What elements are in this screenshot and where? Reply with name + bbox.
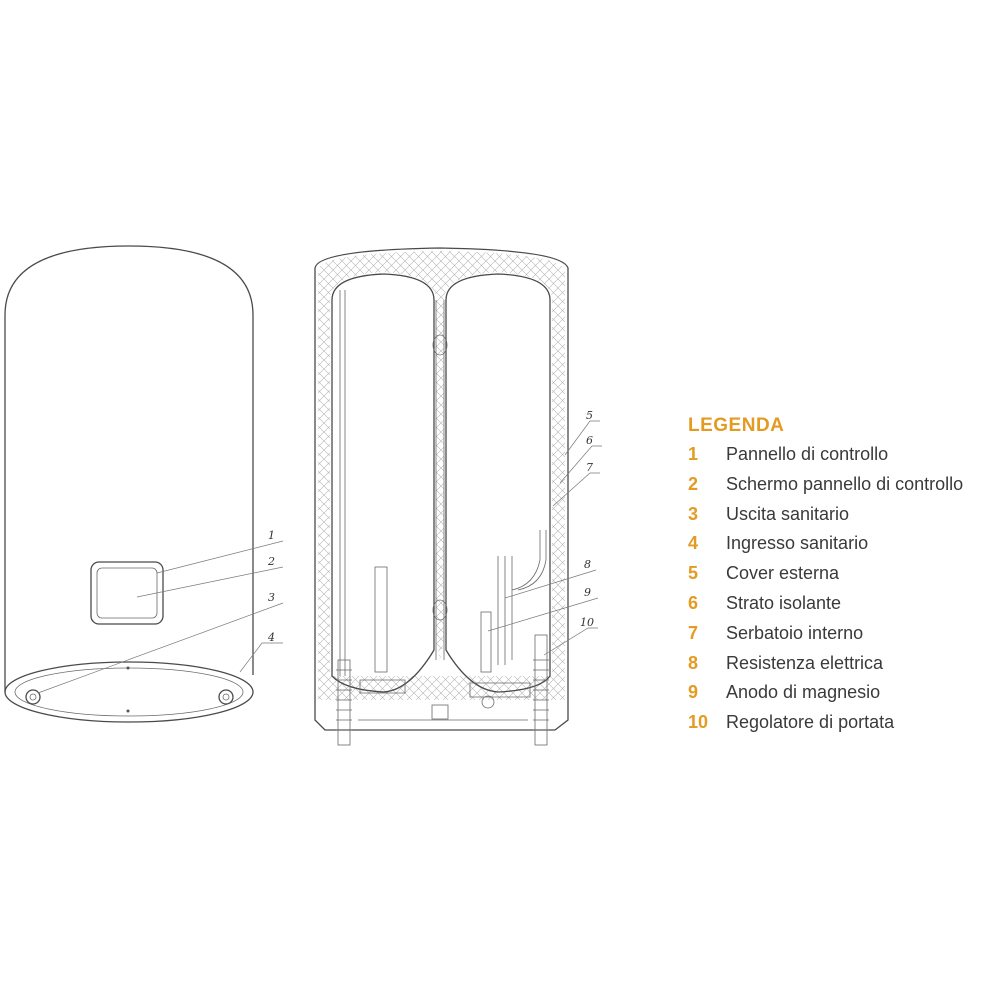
callout-3: 3 bbox=[268, 591, 275, 604]
callout-9: 9 bbox=[584, 586, 591, 599]
legend-item-number: 6 bbox=[688, 592, 699, 613]
magnesium-anode-left bbox=[374, 566, 388, 673]
callout-4: 4 bbox=[267, 631, 275, 644]
callout-5: 5 bbox=[586, 409, 593, 422]
legend-item-number: 8 bbox=[688, 652, 699, 673]
legend-item-number: 9 bbox=[688, 682, 699, 703]
legend-item: 9 Anodo di magnesio bbox=[688, 682, 1000, 712]
outlet-connector bbox=[25, 689, 41, 705]
legend-item: 2 Schermo pannello di controllo bbox=[688, 474, 1000, 504]
bottom-cap-inner bbox=[14, 667, 244, 717]
legend-item-label: Pannello di controllo bbox=[726, 444, 889, 464]
legend: LEGENDA 1 Pannello di controllo 2 Scherm… bbox=[688, 414, 1000, 742]
legend-item-number: 4 bbox=[688, 533, 699, 554]
legend-item-label: Resistenza elettrica bbox=[726, 652, 884, 673]
legend-item-label: Ingresso sanitario bbox=[726, 533, 869, 554]
legend-item: 5 Cover esterna bbox=[688, 563, 1000, 593]
legend-item-label: Strato isolante bbox=[726, 592, 842, 613]
exterior-cover-outline bbox=[4, 245, 254, 692]
inner-tank-right bbox=[445, 273, 551, 693]
heating-element bbox=[480, 611, 492, 673]
legend-item-label: Regolatore di portata bbox=[726, 712, 895, 733]
legend-item-number: 10 bbox=[688, 712, 709, 733]
cross-section-view bbox=[314, 247, 569, 746]
legend-item-label: Serbatoio interno bbox=[726, 622, 864, 643]
legend-item-label: Anodo di magnesio bbox=[726, 682, 881, 703]
legend-item: 6 Strato isolante bbox=[688, 593, 1000, 623]
callout-1: 1 bbox=[268, 529, 275, 542]
legend-item: 8 Resistenza elettrica bbox=[688, 653, 1000, 683]
legend-item: 10 Regolatore di portata bbox=[688, 712, 1000, 742]
legend-item-label: Schermo pannello di controllo bbox=[726, 473, 964, 494]
legend-item: 7 Serbatoio interno bbox=[688, 623, 1000, 653]
legend-item-label: Cover esterna bbox=[726, 563, 840, 584]
callout-10: 10 bbox=[580, 616, 594, 629]
flow-pipe bbox=[497, 556, 513, 665]
legend-item-number: 3 bbox=[688, 503, 699, 524]
control-panel-screen bbox=[96, 567, 158, 619]
callout-6: 6 bbox=[586, 434, 593, 447]
insulation-layer bbox=[318, 251, 565, 700]
leader-lines bbox=[37, 420, 602, 694]
bottom-cap bbox=[4, 661, 254, 723]
callout-8: 8 bbox=[584, 558, 591, 571]
legend-item-number: 2 bbox=[688, 473, 699, 494]
inner-tank-left bbox=[331, 273, 435, 693]
exterior-view bbox=[4, 245, 254, 723]
inlet-connector bbox=[218, 689, 234, 705]
legend-item: 4 Ingresso sanitario bbox=[688, 533, 1000, 563]
outer-cover bbox=[314, 247, 569, 731]
legend-item-number: 1 bbox=[688, 444, 699, 464]
callout-2: 2 bbox=[267, 555, 275, 568]
legend-item-label: Uscita sanitario bbox=[726, 503, 850, 524]
control-panel bbox=[90, 561, 164, 625]
callout-7: 7 bbox=[586, 461, 593, 474]
legend-item-number: 5 bbox=[688, 563, 699, 584]
legend-item: 1 Pannello di controllo bbox=[688, 444, 1000, 474]
legend-title: LEGENDA bbox=[688, 415, 785, 436]
legend-item-number: 7 bbox=[688, 622, 699, 643]
legend-item: 3 Uscita sanitario bbox=[688, 504, 1000, 534]
